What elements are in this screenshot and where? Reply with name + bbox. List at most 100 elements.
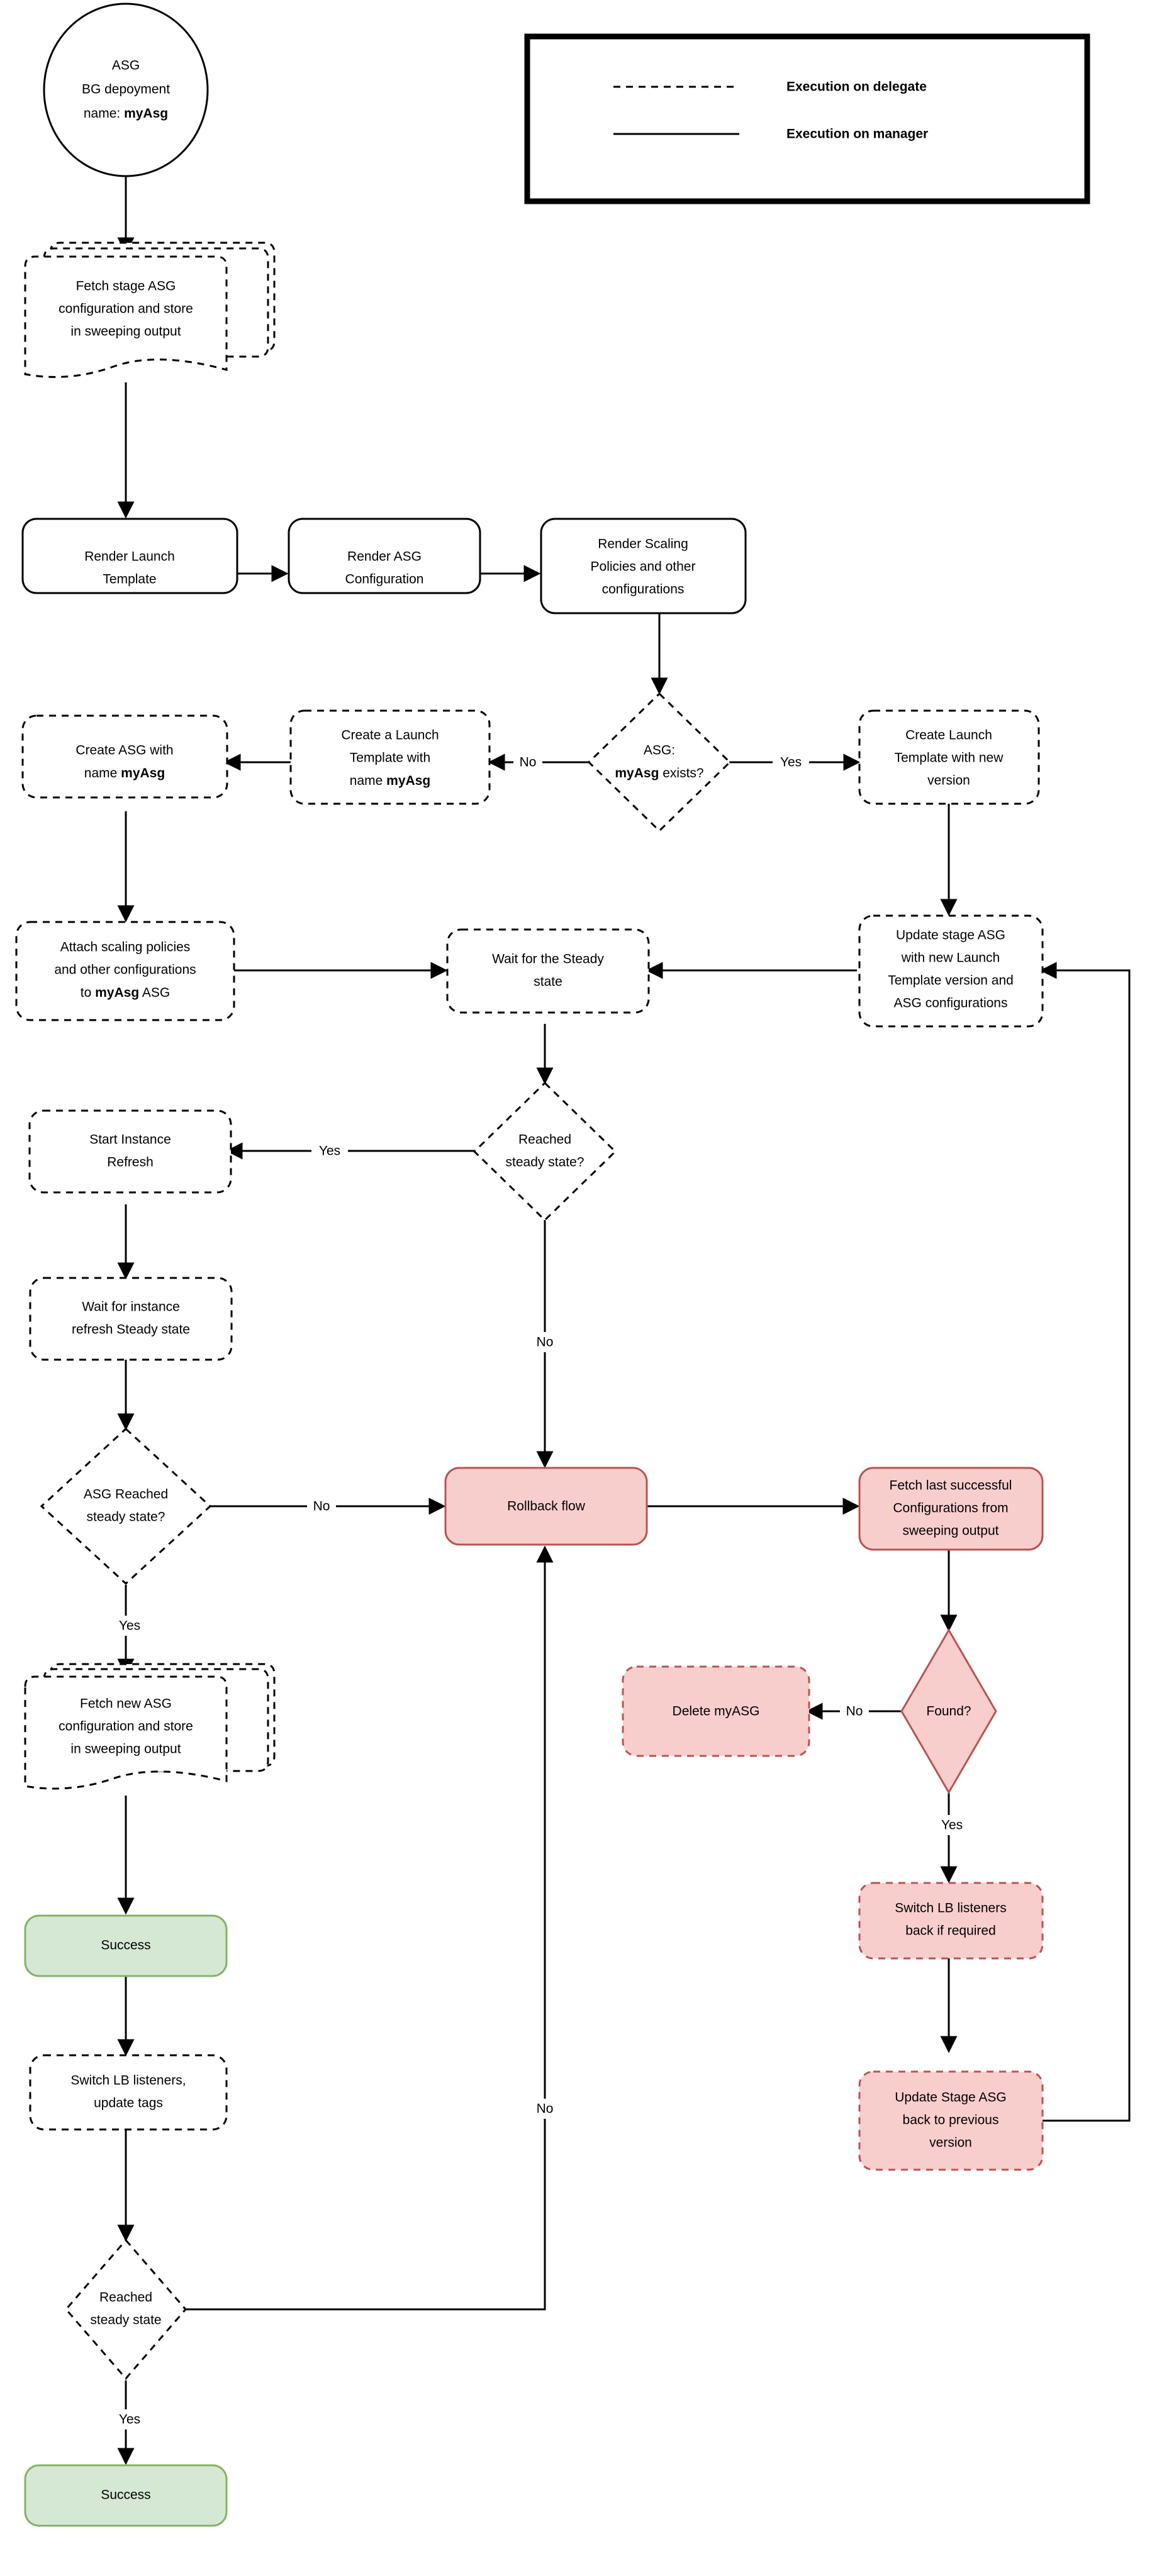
node-success-2[interactable]: Success: [24, 2464, 228, 2527]
node-update-back-line-0: Update Stage ASG: [895, 2090, 1006, 2105]
node-start-refresh-line-0: Start Instance: [89, 1133, 171, 1147]
node-fetch-stage-line-1: configuration and store: [59, 302, 193, 316]
node-update-back-line-2: version: [929, 2136, 972, 2150]
node-update-stage-line-2: Template version and: [888, 974, 1014, 988]
node-create-lt-named-line-0: Create a Launch: [341, 728, 439, 743]
node-fetch-new-line-0: Fetch new ASG: [80, 1697, 172, 1711]
node-start-refresh-line-1: Refresh: [107, 1155, 154, 1170]
node-attach-bold-myasg: myAsg: [95, 985, 139, 1000]
node-fetch-stage-line-2: in sweeping output: [70, 325, 181, 339]
node-update-stage-line-0: Update stage ASG: [896, 928, 1005, 943]
node-reached-2-line-1: steady state: [90, 2313, 161, 2328]
node-fetch-new-line-2: in sweeping output: [70, 1742, 181, 1757]
node-asg-exists-bold-myasg: myAsg: [615, 766, 659, 780]
node-found-decision[interactable]: Found?: [900, 1628, 997, 1794]
node-success-2-label: Success: [101, 2488, 150, 2502]
node-render-scaling-line-0: Render Scaling: [598, 537, 688, 552]
node-fetch-new-line-1: configuration and store: [59, 1719, 193, 1734]
node-switch-lb-listeners-update-tags[interactable]: Switch LB listeners, update tags: [29, 2054, 228, 2131]
edge-label-asg-reached-no: No: [313, 1499, 330, 1514]
node-rollback-flow[interactable]: Rollback flow: [444, 1467, 648, 1546]
node-create-asg-line-0: Create ASG with: [75, 743, 173, 758]
node-fetch-last-successful-config[interactable]: Fetch last successful Configurations fro…: [858, 1467, 1044, 1551]
edge-label-found-no: No: [846, 1704, 863, 1719]
node-reached-steady-line-0: Reached: [518, 1133, 571, 1147]
node-fetch-last-line-0: Fetch last successful: [890, 1479, 1012, 1493]
node-asg-reached-steady-decision[interactable]: ASG Reached steady state?: [40, 1427, 212, 1585]
node-delete-myasg-label: Delete myASG: [673, 1704, 760, 1719]
node-wait-steady-line-0: Wait for the Steady: [492, 952, 604, 967]
node-update-stage-line-1: with new Launch: [901, 951, 1000, 965]
edge-label-reached-2-yes: Yes: [119, 2412, 140, 2427]
node-start-line-2: name: myAsg: [84, 106, 168, 121]
node-update-stage-line-3: ASG configurations: [894, 996, 1008, 1011]
node-reached-steady-line-1: steady state?: [506, 1155, 584, 1170]
node-attach-line-2: to myAsg ASG: [81, 985, 170, 1000]
node-attach-scaling-policies[interactable]: Attach scaling policies and other config…: [15, 921, 235, 1021]
node-render-scaling-line-1: Policies and other: [591, 560, 696, 574]
node-reached-2-line-0: Reached: [99, 2290, 152, 2305]
node-render-scaling-policies[interactable]: Render Scaling Policies and other config…: [540, 518, 747, 614]
node-create-lt-new-line-2: version: [927, 774, 970, 788]
node-asg-reached-line-0: ASG Reached: [84, 1487, 168, 1502]
node-start-line-0: ASG: [112, 58, 140, 73]
node-asg-exists-decision[interactable]: ASG: myAsg exists?: [587, 692, 732, 833]
node-create-launch-template-new-version[interactable]: Create Launch Template with new version: [858, 709, 1040, 805]
node-create-lt-new-line-0: Create Launch: [905, 728, 992, 743]
node-render-launch-template[interactable]: Render Launch Template: [21, 518, 238, 594]
node-start[interactable]: ASG BG depoyment name: myAsg: [43, 3, 209, 177]
node-start-bold-myasg: myAsg: [124, 106, 168, 121]
node-create-lt-named-bold-myasg: myAsg: [386, 774, 430, 788]
node-switch-back-line-1: back if required: [905, 1924, 996, 1938]
node-wait-refresh-line-0: Wait for instance: [82, 1300, 180, 1314]
edge-label-found-yes: Yes: [941, 1818, 963, 1833]
node-fetch-new-asg-config[interactable]: Fetch new ASG configuration and store in…: [24, 1663, 276, 1790]
node-attach-line-0: Attach scaling policies: [60, 940, 191, 955]
node-fetch-stage-line-0: Fetch stage ASG: [76, 279, 176, 294]
node-create-lt-named-line-1: Template with: [350, 751, 430, 765]
node-fetch-stage[interactable]: Fetch stage ASG configuration and store …: [24, 242, 276, 378]
node-wait-for-steady-state[interactable]: Wait for the Steady state: [446, 928, 650, 1014]
edge-reached-2-no: [186, 1545, 554, 2311]
legend-label-manager: Execution on manager: [786, 127, 928, 142]
node-create-lt-new-line-1: Template with new: [895, 751, 1004, 765]
edge-labels: No Yes Yes No No Yes No Yes No Yes: [111, 752, 970, 2429]
node-render-scaling-line-2: configurations: [602, 582, 685, 597]
node-success-1[interactable]: Success: [24, 1914, 228, 1977]
node-create-asg[interactable]: Create ASG with name myAsg: [21, 714, 228, 799]
node-start-instance-refresh[interactable]: Start Instance Refresh: [28, 1109, 232, 1194]
node-render-asg-configuration[interactable]: Render ASG Configuration: [288, 518, 481, 594]
node-switch-lb-listeners-back[interactable]: Switch LB listeners back if required: [858, 1882, 1044, 1960]
node-asg-exists-line-0: ASG:: [644, 743, 675, 758]
node-asg-exists-line-1: myAsg exists?: [615, 766, 703, 780]
node-fetch-last-line-1: Configurations from: [893, 1501, 1008, 1516]
node-update-stage-asg[interactable]: Update stage ASG with new Launch Templat…: [858, 914, 1044, 1028]
legend: Execution on delegate Execution on manag…: [524, 33, 1090, 204]
node-wait-steady-line-1: state: [534, 975, 562, 989]
node-switch-lb-line-1: update tags: [94, 2096, 163, 2111]
node-update-back-line-1: back to previous: [903, 2113, 999, 2128]
edge-label-reached-2-no: No: [537, 2102, 554, 2116]
node-reached-steady-state-decision[interactable]: Reached steady state?: [473, 1081, 617, 1222]
node-delete-myasg[interactable]: Delete myASG: [622, 1665, 810, 1757]
node-found-label: Found?: [926, 1704, 971, 1719]
edge-label-reached-steady-no: No: [537, 1335, 554, 1350]
node-update-stage-asg-back[interactable]: Update Stage ASG back to previous versio…: [858, 2070, 1044, 2171]
node-create-launch-template-named[interactable]: Create a Launch Template with name myAsg: [289, 709, 491, 805]
edge-label-reached-steady-yes: Yes: [319, 1144, 340, 1158]
edge-label-asg-reached-yes: Yes: [119, 1619, 140, 1633]
node-wait-refresh-line-1: refresh Steady state: [72, 1323, 190, 1337]
legend-label-delegate: Execution on delegate: [786, 80, 927, 94]
node-reached-steady-state-2-decision[interactable]: Reached steady state: [65, 2238, 187, 2380]
node-create-asg-line-1: name myAsg: [84, 766, 165, 780]
node-fetch-last-line-2: sweeping output: [903, 1524, 999, 1538]
node-wait-instance-refresh[interactable]: Wait for instance refresh Steady state: [29, 1277, 233, 1361]
node-asg-reached-line-1: steady state?: [87, 1510, 165, 1524]
node-render-lt-line-0: Render Launch: [84, 550, 175, 564]
node-attach-line-1: and other configurations: [54, 963, 196, 977]
edge-label-asg-exists-no: No: [520, 755, 537, 770]
node-rollback-flow-label: Rollback flow: [507, 1499, 586, 1514]
edge-update-back-to-update-stage: [1039, 962, 1131, 2122]
node-start-line-1: BG depoyment: [82, 82, 170, 97]
